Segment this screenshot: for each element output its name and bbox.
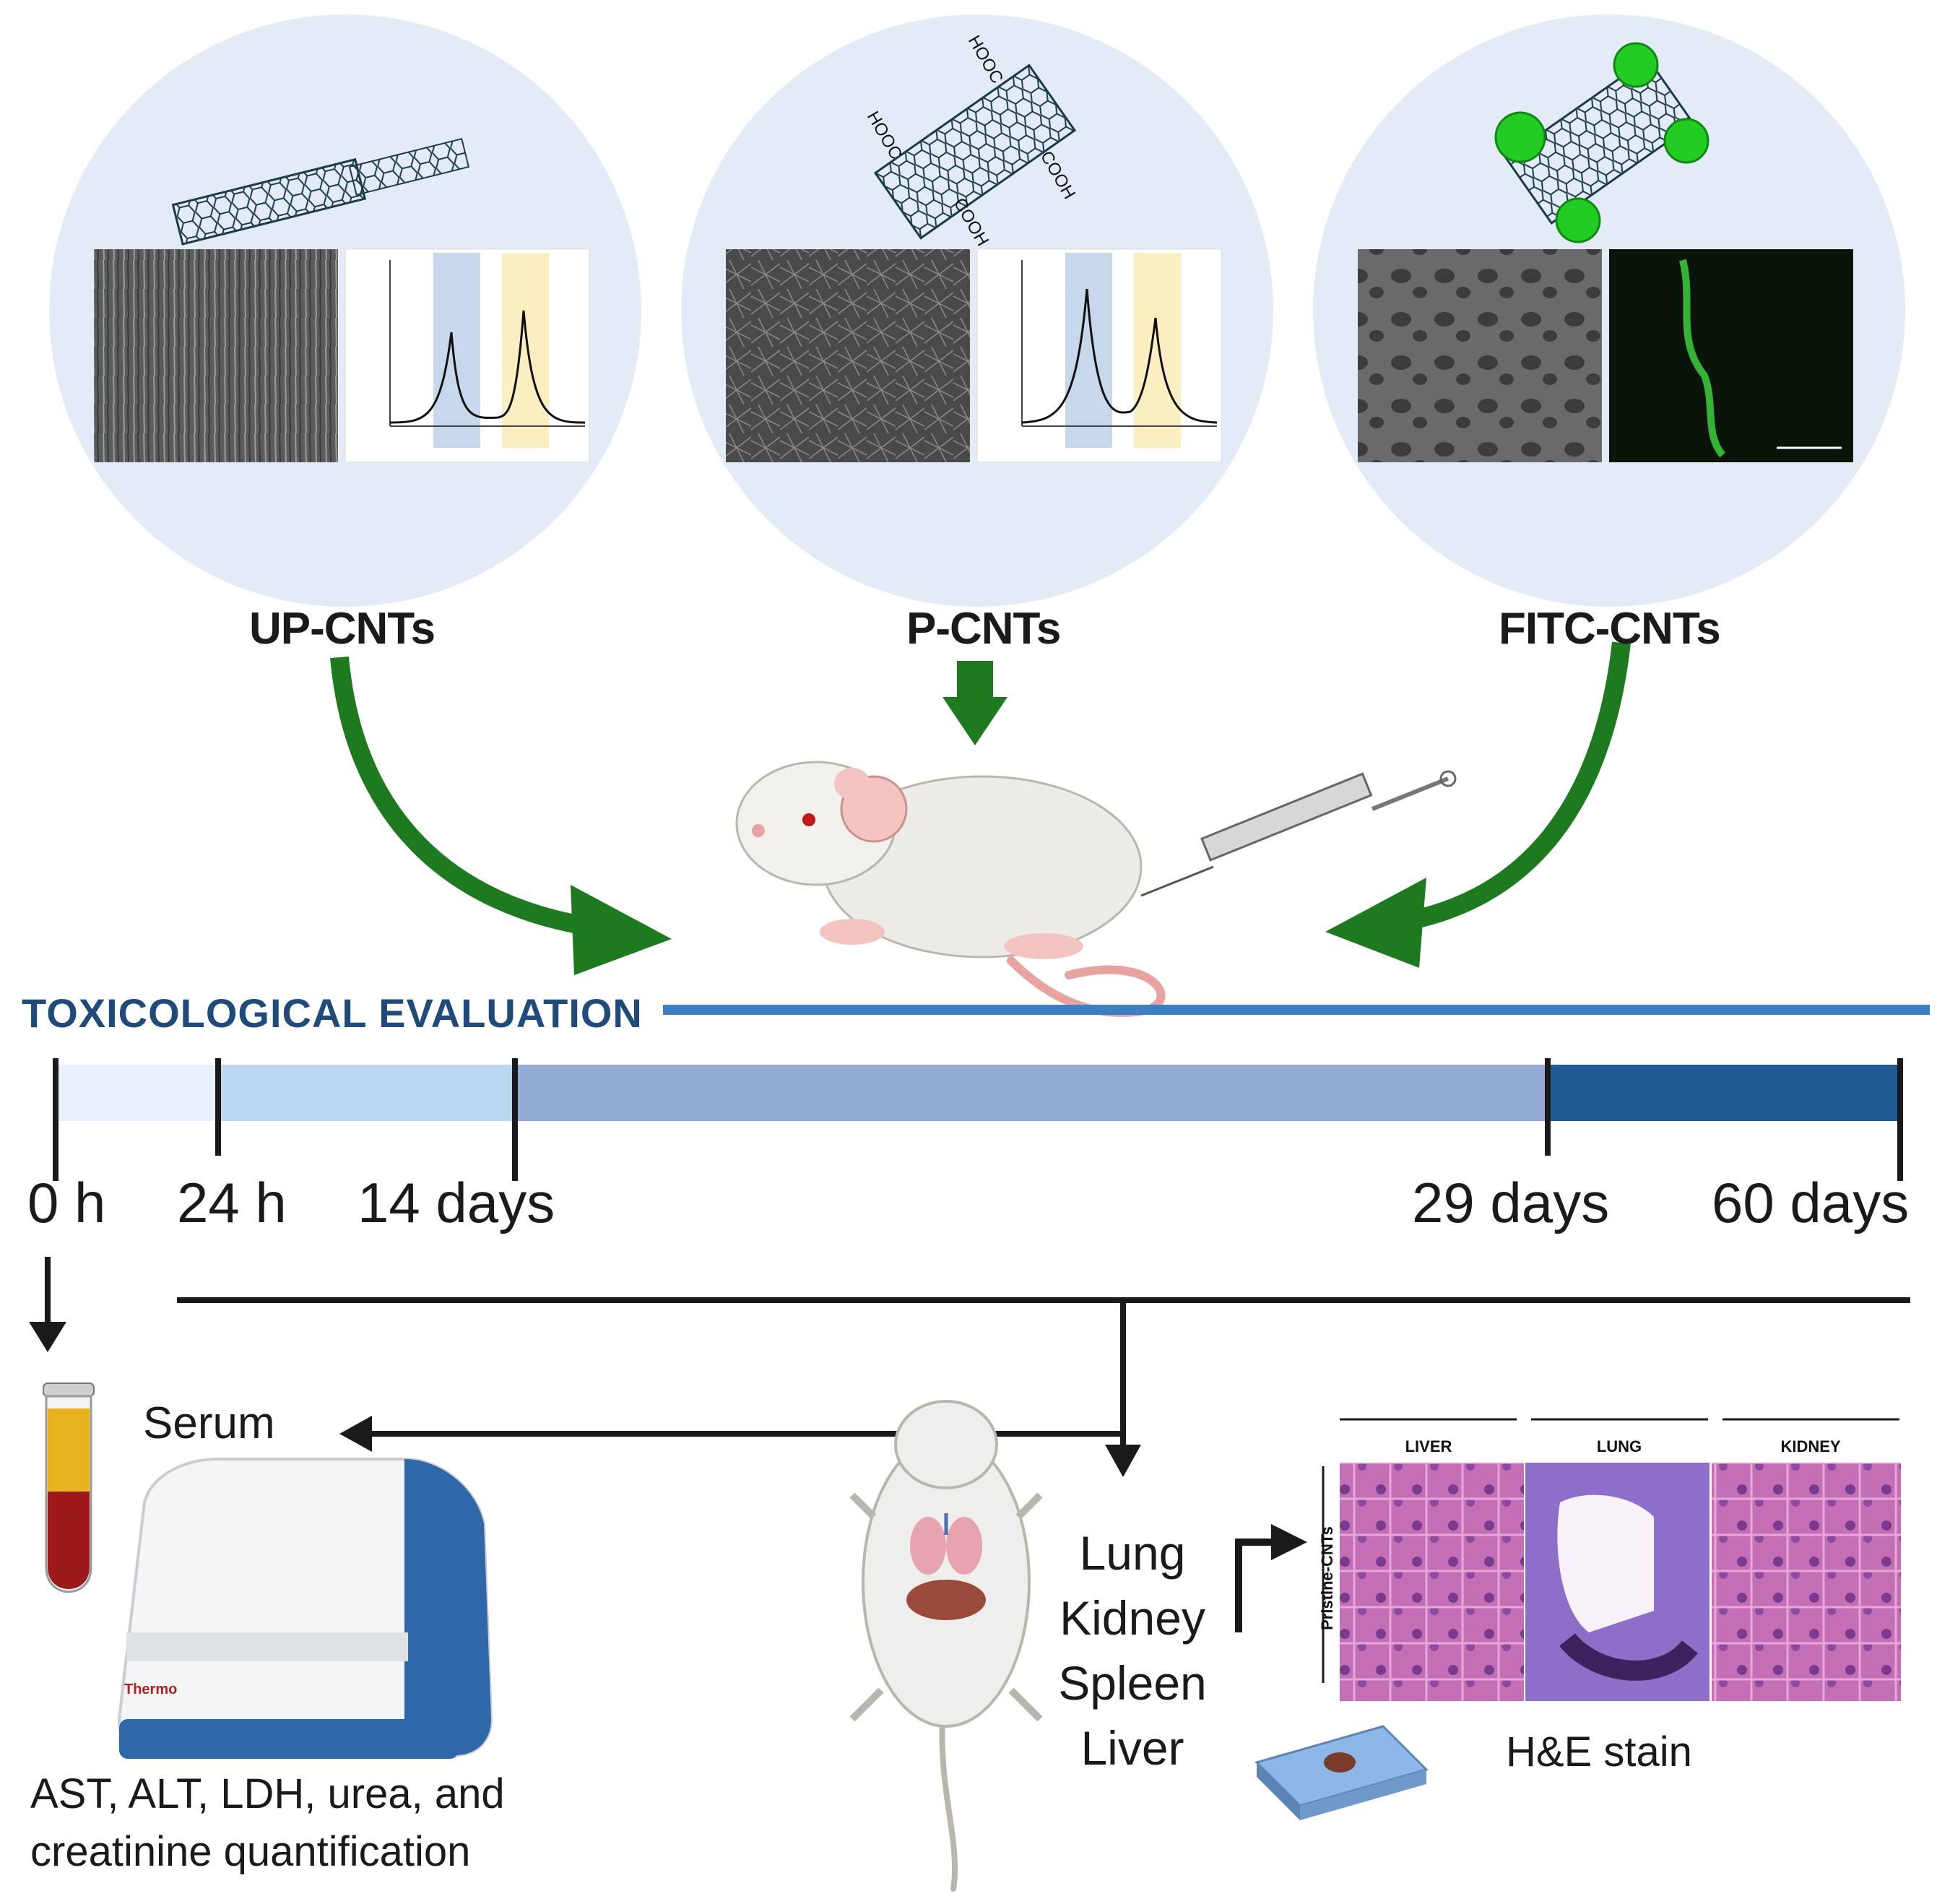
organ-label-lung: Lung [1079,1526,1186,1580]
fitc-fluorescence-image [1609,249,1853,462]
timeline-bar [53,1058,1903,1181]
cnt-label-up: UP-CNTs [249,604,436,654]
histology-image-kidney [1712,1463,1901,1701]
histology-image-liver [1340,1463,1524,1701]
timeline-tick-label: 60 days [1712,1171,1910,1234]
fitc-dot [1613,42,1659,88]
flow-connectors [29,1257,1910,1632]
dissected-mouse-illustration [849,1400,1043,1892]
up-cnt-panel [49,14,641,607]
fitc-cnt-tube-icon [1504,57,1695,225]
quantification-line-2: creatinine quantification [30,1828,471,1875]
green-arrow-left [330,656,672,975]
organ-label-liver: Liver [1080,1721,1184,1775]
section-title: TOXICOLOGICAL EVALUATION [22,990,643,1036]
analyzer-brand-label: Thermo [124,1682,177,1697]
histology-column-kidney: KIDNEY [1780,1437,1840,1455]
fitc-cnt-panel [1313,14,1905,607]
timeline-segment [1548,1065,1900,1121]
green-arrow-down [942,661,1008,745]
quantification-line-1: AST, ALT, LDH, urea, and [30,1770,505,1817]
mouse-illustration [735,761,1166,1017]
histology-column-lung: LUNG [1597,1437,1642,1455]
histology-row-label: Pristine-CNTs [1318,1526,1336,1630]
fitc-cnt-sem-image [1358,249,1602,462]
organ-label-spleen: Spleen [1058,1656,1207,1710]
p-cnt-panel: COOH COOH HOOC HOOC [681,14,1273,607]
histology-panel: LIVER LUNG KIDNEY Pristine-CNTs [1318,1418,1901,1701]
serum-label: Serum [143,1398,275,1448]
up-cnt-tube-icon [171,137,470,246]
organ-label-kidney: Kidney [1060,1591,1205,1645]
timeline-segment [515,1065,1548,1121]
blood-tube-icon [43,1382,95,1593]
fitc-dot [1663,118,1710,164]
cnt-label-p: P-CNTs [906,604,1061,654]
histology-column-liver: LIVER [1405,1437,1452,1455]
cnt-label-fitc: FITC-CNTs [1499,604,1721,654]
timeline-tick-label: 24 h [177,1171,287,1234]
analyzer-machine: Thermo [117,1458,493,1759]
timeline-tick-label: 29 days [1412,1171,1610,1234]
up-cnt-sem-image [94,249,338,462]
green-arrow-right [1325,641,1631,968]
timeline-segment [54,1065,219,1121]
microscope-slide-icon [1254,1725,1429,1820]
fitc-dot [1555,197,1601,243]
timeline-segment [219,1065,515,1121]
timeline-tick-label: 0 h [27,1171,106,1234]
timeline-tick-label: 14 days [358,1171,555,1234]
syringe-icon [1140,770,1457,897]
fitc-dot [1494,111,1546,163]
stain-label: H&E stain [1506,1728,1692,1775]
p-cnt-tube-icon [873,64,1077,240]
p-cnt-sem-image [726,249,970,462]
